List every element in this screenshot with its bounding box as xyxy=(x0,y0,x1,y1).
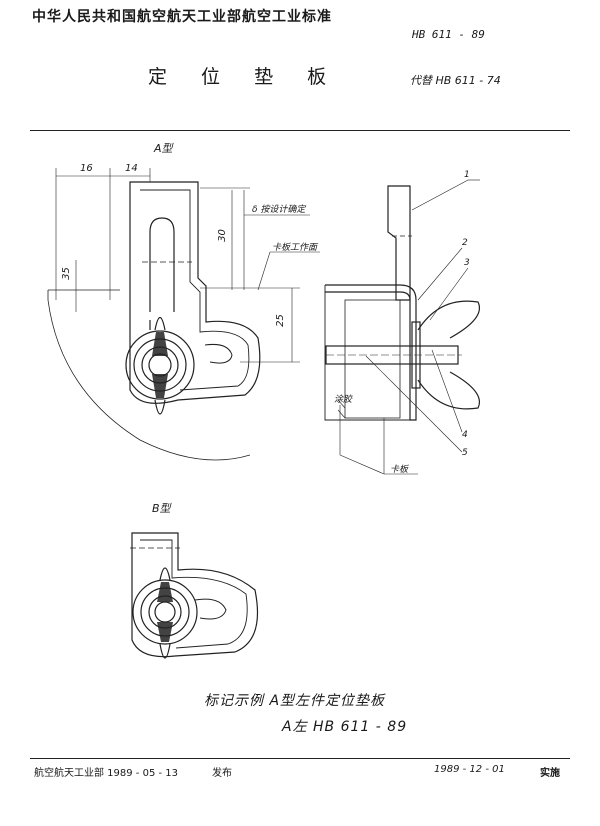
footer-divider xyxy=(30,758,570,759)
adjust-slot xyxy=(149,217,175,312)
note-clamp-plate: 卡板 xyxy=(390,465,409,475)
part-number-3: 3 xyxy=(464,258,470,268)
type-b-washer xyxy=(132,579,198,645)
replaces-standard: 代替 HB 611 - 74 xyxy=(410,74,501,87)
note-glue: 涂胶 xyxy=(334,395,353,405)
issued-label: 发布 xyxy=(212,768,232,779)
marking-example-code: A左 HB 611 - 89 xyxy=(282,719,408,735)
dimension-25: 25 xyxy=(274,314,286,327)
dimension-35: 35 xyxy=(60,267,72,280)
type-a-label: A型 xyxy=(154,142,173,155)
dimension-30: 30 xyxy=(216,229,228,242)
type-b-label: B型 xyxy=(152,502,171,515)
nut-bore xyxy=(148,353,172,377)
issuing-organization: 中华人民共和国航空航天工业部航空工业标准 xyxy=(32,9,332,25)
standard-code: HB 611 - 89 xyxy=(412,28,485,41)
wing-upper xyxy=(417,300,480,339)
marking-example-title: 标记示例 A型左件定位垫板 xyxy=(204,693,386,709)
page-title: 定 位 垫 板 xyxy=(148,66,341,88)
part-number-4: 4 xyxy=(462,430,468,440)
clamp-outline xyxy=(47,290,251,461)
dimension-16: 16 xyxy=(80,163,93,174)
plate-outline xyxy=(129,181,261,404)
issuer-date: 航空航天工业部 1989 - 05 - 13 xyxy=(34,768,179,779)
part-number-2: 2 xyxy=(462,238,468,248)
note-clamp-face: 卡板工作面 xyxy=(272,243,318,253)
type-b-plate xyxy=(131,532,259,658)
dimension-14: 14 xyxy=(125,163,138,174)
effective-label: 实施 xyxy=(540,768,560,779)
header-divider xyxy=(30,130,570,131)
washer-outer xyxy=(125,330,195,400)
note-thickness: δ 按设计确定 xyxy=(252,205,306,215)
wing-lower xyxy=(417,371,480,410)
effective-date: 1989 - 12 - 01 xyxy=(434,764,505,775)
part-number-1: 1 xyxy=(464,170,470,180)
side-view-bracket xyxy=(387,185,411,301)
part-number-5: 5 xyxy=(462,448,468,458)
